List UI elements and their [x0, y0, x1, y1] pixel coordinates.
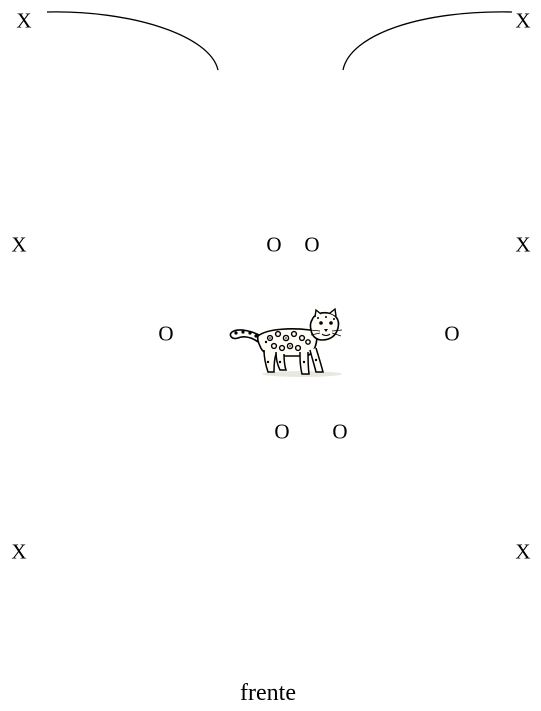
x-marker-mid-right: X [515, 235, 530, 256]
leopard-icon [224, 306, 344, 380]
o-marker-mid-left: O [158, 324, 173, 345]
o-marker-mid-right: O [444, 324, 459, 345]
x-marker-bottom-left: X [11, 542, 26, 563]
o-marker-bottom-right: O [332, 422, 347, 443]
o-marker-top-left: O [266, 235, 281, 256]
arc-right [343, 12, 512, 70]
caption-frente: frente [240, 681, 296, 705]
o-marker-top-right: O [304, 235, 319, 256]
x-marker-mid-left: X [11, 235, 26, 256]
x-marker-bottom-right: X [515, 542, 530, 563]
x-marker-top-right: X [515, 11, 530, 32]
x-marker-top-left: X [16, 11, 31, 32]
o-marker-bottom-left: O [274, 422, 289, 443]
arc-left [47, 12, 218, 70]
